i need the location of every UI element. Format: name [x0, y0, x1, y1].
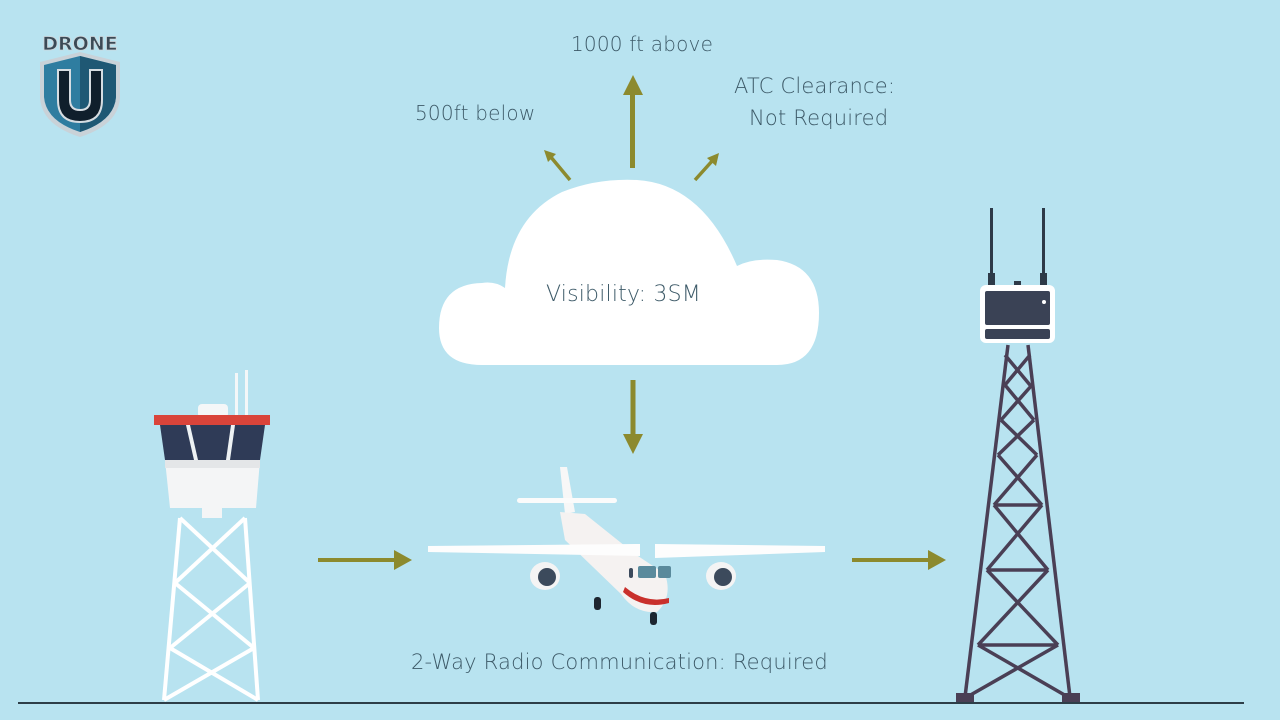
arrow-up-icon	[618, 75, 648, 170]
arrow-up-right-icon	[690, 150, 724, 184]
arrow-right-icon	[318, 548, 414, 572]
altitude-below-label: 500ft below	[415, 101, 536, 125]
radio-tower	[950, 205, 1080, 705]
radio-communication-label: 2-Way Radio Communication: Required	[411, 650, 828, 674]
atc-control-tower	[150, 368, 275, 703]
cloud	[437, 178, 821, 366]
airplane	[425, 462, 830, 632]
arrow-right-icon	[852, 548, 948, 572]
visibility-label: Visibility: 3SM	[546, 282, 701, 307]
logo-text: DRONE	[42, 33, 117, 55]
altitude-above-label: 1000 ft above	[571, 32, 714, 56]
drone-u-logo: DRONE	[30, 30, 130, 140]
atc-clearance-label: ATC Clearance:	[734, 74, 896, 98]
arrow-up-left-icon	[540, 146, 576, 184]
atc-clearance-value: Not Required	[749, 106, 889, 130]
arrow-down-icon	[620, 378, 646, 456]
ground-line	[18, 702, 1244, 704]
